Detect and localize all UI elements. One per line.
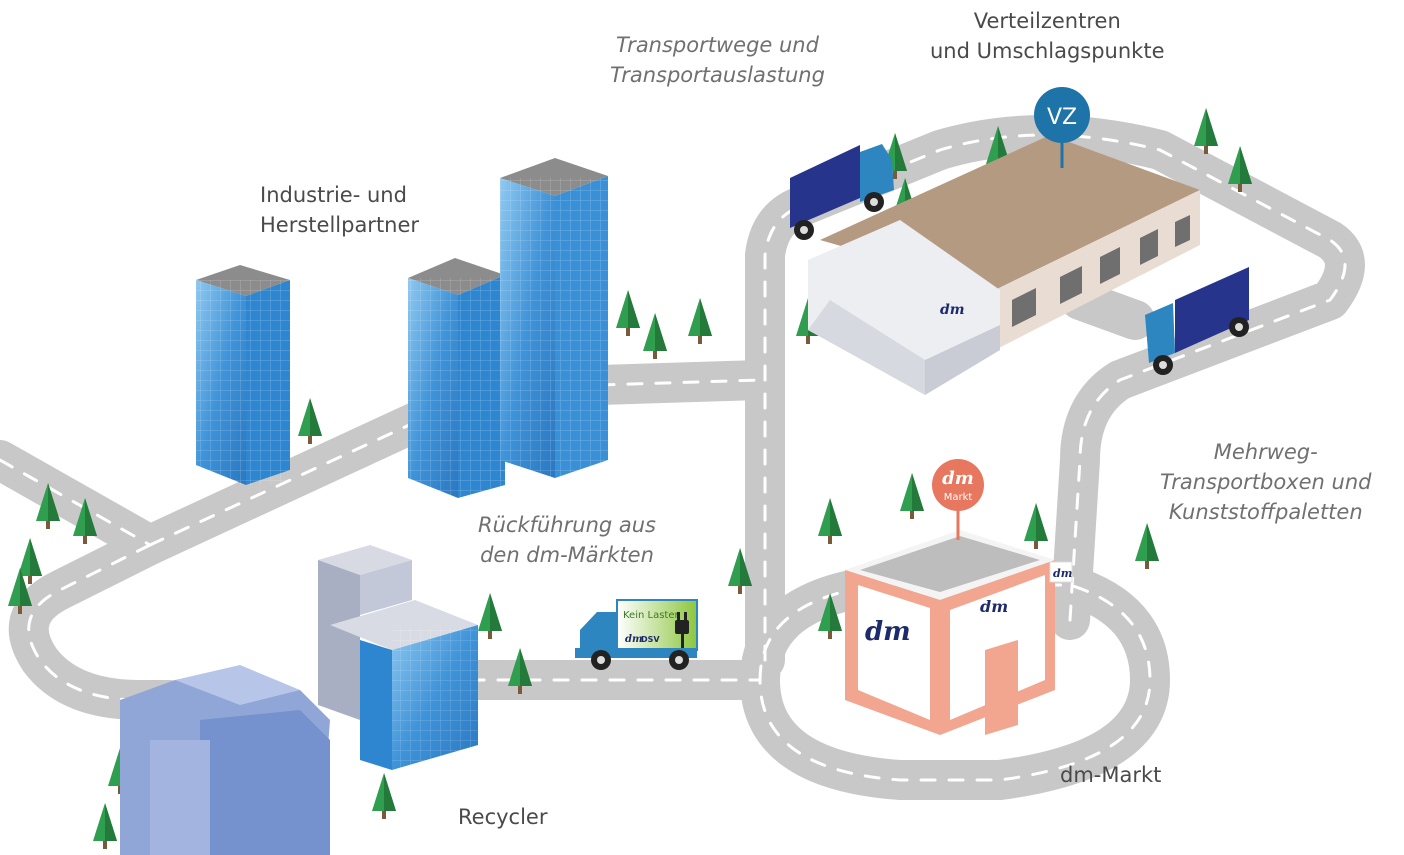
label-dm-markt: dm-Markt: [1060, 763, 1162, 787]
tree: [1228, 146, 1252, 192]
dm-logo-warehouse: dm: [940, 302, 965, 318]
tower-tall: [500, 158, 608, 478]
tree: [508, 648, 532, 694]
dm-logo-sign: dm: [1053, 567, 1072, 580]
tree: [616, 290, 640, 336]
truck-top: [790, 144, 894, 240]
truck-dm-logo: dm: [625, 634, 643, 645]
tree: [818, 593, 842, 639]
plug-icon: [675, 612, 689, 648]
label-verteilzentren: Verteilzentren und Umschlagspunkte: [930, 9, 1165, 63]
truck-dsv-logo: DSV: [641, 635, 660, 644]
industry-buildings: [196, 158, 608, 498]
recycler-buildings: [120, 545, 478, 855]
warehouse-dm-logo: dm: [940, 302, 965, 318]
warehouse-gates: [1012, 215, 1190, 327]
warehouse: dm: [808, 135, 1200, 395]
tree: [728, 548, 752, 594]
tree: [1194, 108, 1218, 154]
dm-logo-market-side: dm: [980, 597, 1008, 616]
market-logo: dm: [865, 617, 911, 647]
tree: [18, 538, 42, 584]
tree: [478, 593, 502, 639]
tree: [93, 803, 117, 849]
tree: [818, 498, 842, 544]
tree: [900, 473, 924, 519]
pin-markt: dm Markt: [932, 459, 984, 540]
tree: [643, 313, 667, 359]
tree: [298, 398, 322, 444]
tree: [73, 498, 97, 544]
tree: [688, 298, 712, 344]
dm-market: dm dm dm: [845, 530, 1073, 735]
label-mehrweg: Mehrweg- Transportboxen und Kunststoffpa…: [1160, 440, 1372, 524]
tree: [372, 773, 396, 819]
truck-right: [1145, 267, 1249, 375]
tree: [36, 483, 60, 529]
tree: [1135, 523, 1159, 569]
label-industrie: Industrie- und Herstellpartner: [260, 183, 420, 237]
tree: [8, 568, 32, 614]
label-rueckfuehrung: Rückführung aus den dm-Märkten: [478, 513, 656, 567]
truck-electric: Kein Laster dm DSV: [575, 599, 698, 670]
pin-vz: VZ: [1034, 87, 1090, 168]
tree: [1024, 503, 1048, 549]
label-recycler: Recycler: [458, 805, 548, 829]
pin-markt-sub: Markt: [944, 492, 973, 503]
label-transportwege: Transportwege und Transportauslastung: [610, 33, 825, 87]
pin-vz-label: VZ: [1047, 105, 1077, 130]
pin-markt-logo: dm: [942, 468, 974, 489]
truck-sign: Kein Laster: [623, 610, 679, 621]
dm-logo-market-front: dm: [865, 617, 911, 647]
tower-medium: [408, 258, 505, 498]
tower-small: [196, 265, 290, 485]
